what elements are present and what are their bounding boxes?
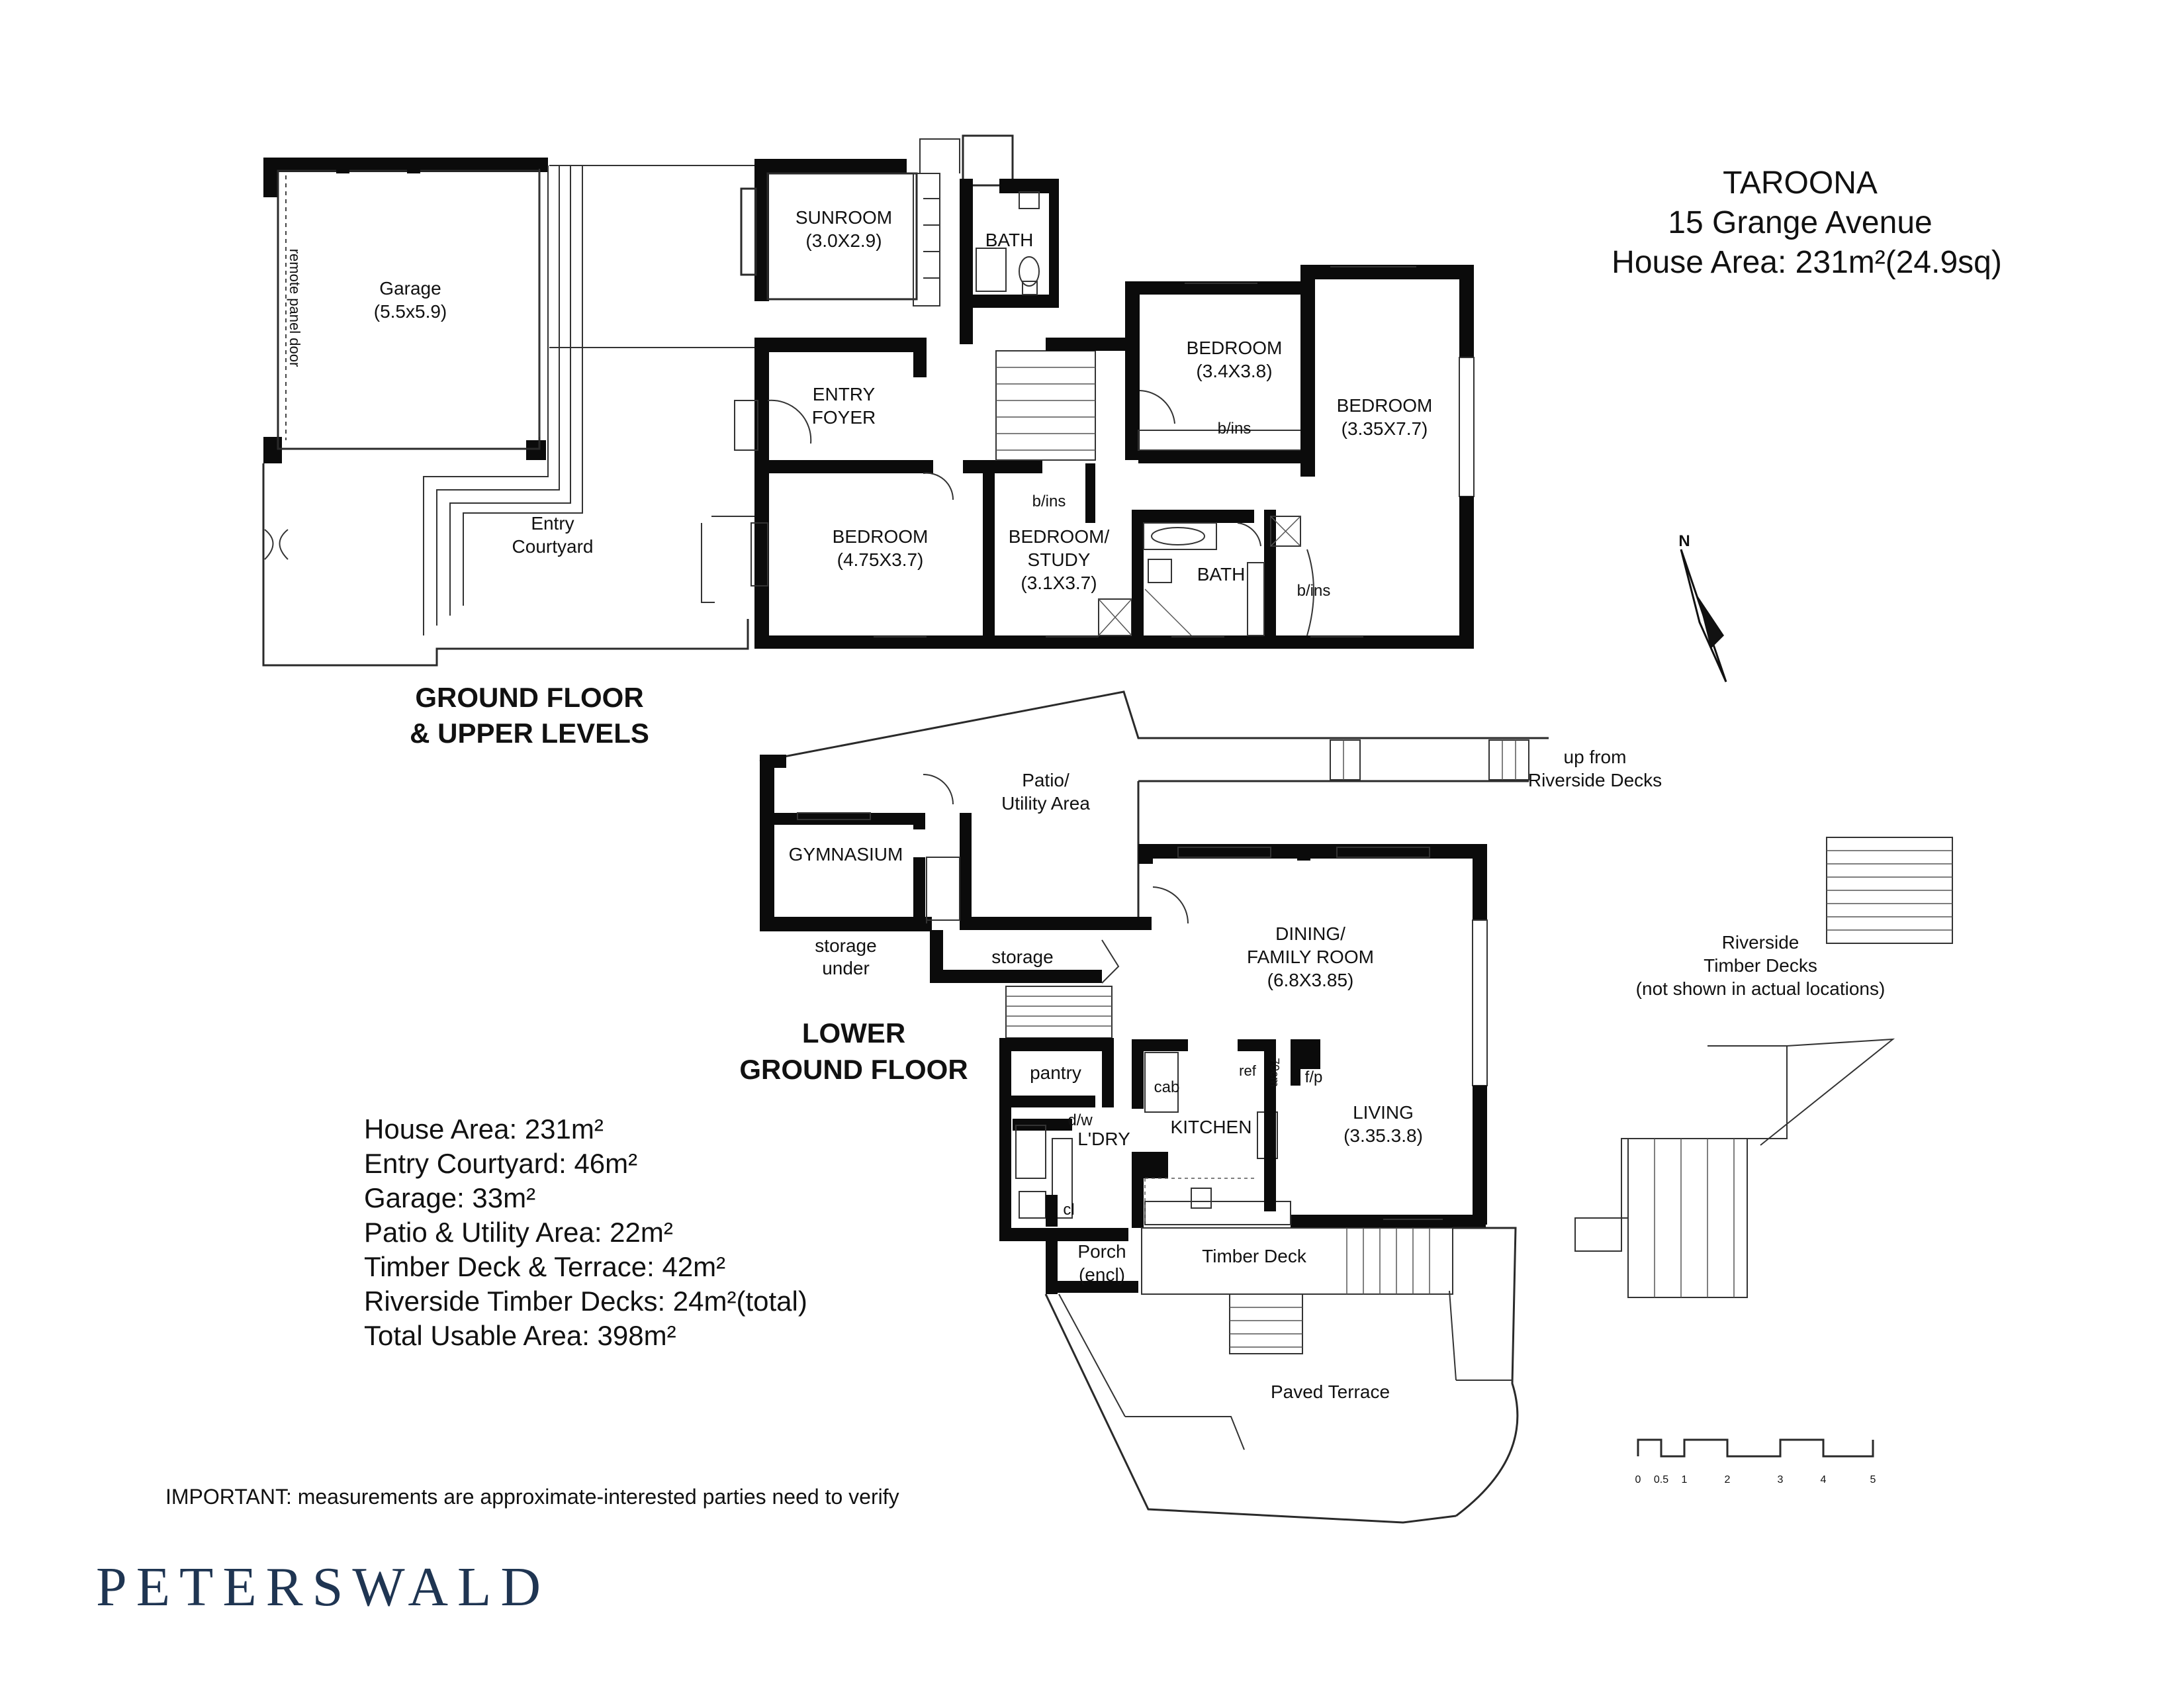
cl-label: cl (1063, 1201, 1074, 1219)
scale-5: 5 (1870, 1474, 1876, 1485)
north-arrow (1680, 549, 1727, 682)
cab-label: cab (1154, 1078, 1180, 1096)
up-from-1: up from (1564, 747, 1627, 767)
ref-label: ref (1239, 1062, 1257, 1079)
brand-logo: PETERSWALD (96, 1556, 550, 1618)
riverside-2: Timber Decks (1704, 955, 1817, 976)
riverside-3: (not shown in actual locations) (1636, 978, 1886, 999)
lower-floor-plan (759, 690, 1549, 1524)
room-dining-3: (6.8X3.85) (1267, 970, 1354, 990)
area-3: Garage: 33m² (364, 1182, 535, 1213)
room-bath-main: BATH (1197, 564, 1246, 585)
room-study-3: (3.1X3.7) (1021, 573, 1097, 593)
riverside-decks (1574, 837, 1953, 1298)
header-address: 15 Grange Avenue (1668, 205, 1932, 240)
fp-label: f/p (1305, 1068, 1323, 1086)
scale-4: 4 (1821, 1474, 1827, 1485)
room-paved-terrace: Paved Terrace (1271, 1382, 1390, 1402)
scale-bar (1637, 1438, 1874, 1458)
area-1: House Area: 231m² (364, 1113, 604, 1145)
room-bedroom-3: BEDROOM (833, 526, 929, 547)
disclaimer: IMPORTANT: measurements are approximate-… (165, 1485, 899, 1509)
room-gymnasium: GYMNASIUM (789, 844, 903, 865)
area-2: Entry Courtyard: 46m² (364, 1148, 637, 1179)
level-lower-1: LOWER (802, 1017, 905, 1049)
room-porch-1: Porch (1077, 1241, 1126, 1262)
room-bedroom-3-size: (4.75X3.7) (837, 549, 924, 570)
bins-2: b/ins (1032, 492, 1066, 510)
room-patio-1: Patio/ (1022, 770, 1069, 790)
up-from-2: Riverside Decks (1528, 770, 1662, 790)
header-suburb: TAROONA (1723, 165, 1878, 201)
room-living-1: LIVING (1353, 1102, 1414, 1123)
room-timber-deck: Timber Deck (1202, 1246, 1307, 1266)
riverside-1: Riverside (1722, 932, 1799, 953)
room-entry-foyer-1: ENTRY (813, 384, 876, 404)
bins-1: b/ins (1218, 420, 1251, 438)
room-bedroom-1-size: (3.4X3.8) (1196, 361, 1272, 381)
room-patio-2: Utility Area (1001, 793, 1090, 814)
plan-labels: TAROONA 15 Grange Avenue House Area: 231… (96, 165, 2002, 1618)
room-garage-size: (5.5x5.9) (374, 301, 447, 322)
room-garage: Garage (379, 278, 441, 299)
room-sunroom-size: (3.0X2.9) (805, 230, 882, 251)
room-kitchen: KITCHEN (1171, 1117, 1252, 1137)
room-study-1: BEDROOM/ (1009, 526, 1110, 547)
level-ground-2: & UPPER LEVELS (410, 718, 649, 749)
room-bath-upper: BATH (985, 230, 1034, 250)
area-7: Total Usable Area: 398m² (364, 1320, 676, 1351)
room-storage: storage (991, 947, 1053, 967)
room-living-2: (3.35.3.8) (1343, 1125, 1423, 1146)
compass-n: N (1678, 532, 1690, 550)
room-study-2: STUDY (1028, 549, 1091, 570)
room-ldry: L'DRY (1077, 1129, 1130, 1149)
room-sunroom: SUNROOM (796, 207, 892, 228)
room-dining-2: FAMILY ROOM (1247, 947, 1374, 967)
storage-under-2: under (822, 958, 870, 978)
level-lower-2: GROUND FLOOR (739, 1054, 968, 1085)
area-5: Timber Deck & Terrace: 42m² (364, 1251, 725, 1282)
area-6: Riverside Timber Decks: 24m²(total) (364, 1286, 807, 1317)
scale-3: 3 (1778, 1474, 1784, 1485)
bins-3: b/ins (1297, 582, 1331, 600)
room-courtyard-1: Entry (531, 513, 574, 534)
scale-0: 0 (1635, 1474, 1641, 1485)
scale-05: 0.5 (1654, 1474, 1668, 1485)
room-entry-foyer-2: FOYER (812, 407, 876, 428)
scale-2: 2 (1725, 1474, 1731, 1485)
room-bedroom-1: BEDROOM (1187, 338, 1283, 358)
ground-floor-plan (262, 134, 1475, 667)
storage-under-1: storage (815, 935, 876, 956)
room-porch-2: (encl) (1079, 1264, 1125, 1285)
dw-label: d/w (1068, 1111, 1093, 1129)
label-70cm: 70cm (1268, 1058, 1281, 1087)
room-bedroom-2: BEDROOM (1337, 395, 1433, 416)
area-4: Patio & Utility Area: 22m² (364, 1217, 673, 1248)
room-bedroom-2-size: (3.35X7.7) (1342, 418, 1428, 439)
level-ground-1: GROUND FLOOR (415, 682, 643, 713)
scale-1: 1 (1682, 1474, 1688, 1485)
room-pantry: pantry (1030, 1062, 1081, 1083)
remote-door-label: remote panel door (287, 249, 303, 367)
header-area: House Area: 231m²(24.9sq) (1612, 245, 2002, 280)
room-courtyard-2: Courtyard (512, 536, 594, 557)
room-dining-1: DINING/ (1275, 923, 1345, 944)
